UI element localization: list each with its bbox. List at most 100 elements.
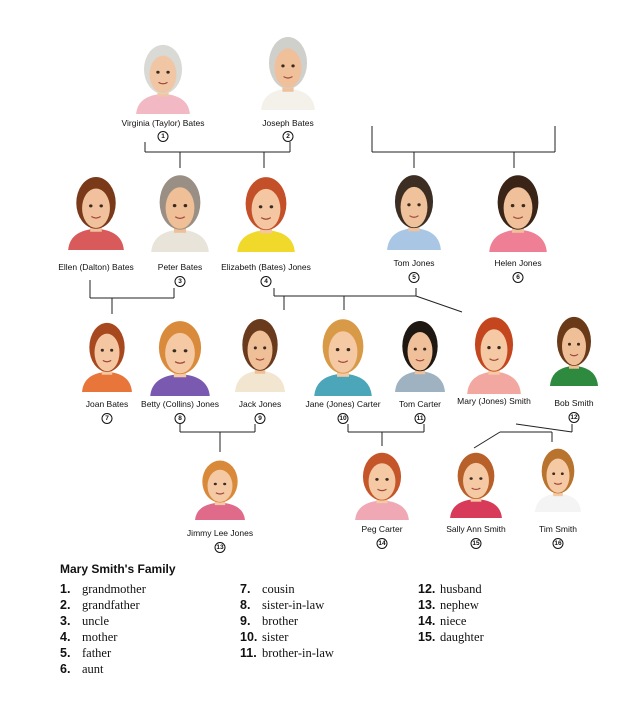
legend-term: grandmother	[82, 582, 146, 596]
legend-item: 13. nephew	[418, 598, 479, 612]
legend-number: 1.	[60, 582, 71, 596]
person-number-badge: 6	[512, 272, 524, 283]
legend-item: 12.husband	[418, 582, 482, 596]
legend-term: uncle	[82, 614, 110, 628]
portrait-image	[386, 172, 442, 250]
portrait-image	[549, 314, 599, 386]
person-name: Tim Smith	[539, 524, 577, 534]
person-number-badge: 14	[376, 538, 388, 549]
person-number-badge: 9	[254, 413, 266, 424]
legend-item: 11. brother-in-law	[240, 646, 334, 660]
person-name: Tom Carter	[398, 399, 442, 409]
legend-term: brother-in-law	[262, 646, 334, 660]
connector-line	[515, 423, 573, 433]
person-number-badge: 7	[101, 413, 113, 424]
portrait-image	[260, 34, 316, 110]
person-number-badge: 8	[174, 413, 186, 424]
portrait-image	[67, 174, 125, 250]
portrait-image	[394, 318, 446, 392]
connector-line	[415, 295, 463, 313]
person-name: Virginia (Taylor) Bates	[121, 118, 205, 128]
legend-term: aunt	[82, 662, 104, 676]
person-name: Jack Jones	[238, 399, 282, 409]
legend-term: cousin	[262, 582, 295, 596]
person-number-badge: 10	[337, 413, 349, 424]
person-number-badge: 11	[414, 413, 426, 424]
person-number-badge: 16	[552, 538, 564, 549]
legend-term: mother	[82, 630, 118, 644]
person-number-badge: 3	[174, 276, 186, 287]
connector-line	[473, 431, 501, 449]
legend-item: 9. brother	[240, 614, 298, 628]
legend-term: sister-in-law	[262, 598, 325, 612]
legend-item: 10. sister	[240, 630, 288, 644]
person-number-badge: 5	[408, 272, 420, 283]
person-name: Joseph Bates	[262, 118, 314, 128]
legend-item: 5. father	[60, 646, 111, 660]
person-name: Mary (Jones) Smith	[457, 396, 531, 406]
legend-term: sister	[262, 630, 289, 644]
legend-number: 14.	[418, 614, 436, 628]
person-name: Ellen (Dalton) Bates	[58, 262, 134, 272]
portrait-image	[234, 316, 286, 392]
legend-number: 15.	[418, 630, 436, 644]
legend-item: 2.grandfather	[60, 598, 140, 612]
person-name: Sally Ann Smith	[446, 524, 506, 534]
legend-item: 6. aunt	[60, 662, 104, 676]
person-name: Peg Carter	[361, 524, 403, 534]
person-number-badge: 4	[260, 276, 272, 287]
legend-item: 7. cousin	[240, 582, 295, 596]
legend-item: 8. sister-in-law	[240, 598, 324, 612]
legend-number: 2.	[60, 598, 71, 612]
person-name: Bob Smith	[554, 398, 594, 408]
legend-number: 7.	[240, 582, 251, 596]
portrait-image	[194, 458, 246, 520]
portrait-image	[466, 314, 522, 394]
portrait-image	[149, 318, 211, 396]
person-number-badge: 1	[157, 131, 169, 142]
person-number-badge: 13	[214, 542, 226, 553]
legend-number: 5.	[60, 646, 71, 660]
legend-term: brother	[262, 614, 299, 628]
legend-number: 9.	[240, 614, 251, 628]
person-name: Joan Bates	[85, 399, 129, 409]
person-name: Peter Bates	[157, 262, 203, 272]
legend-item: 4. mother	[60, 630, 117, 644]
person-name: Jane (Jones) Carter	[305, 399, 381, 409]
portrait-image	[449, 450, 503, 518]
person-name: Tom Jones	[393, 258, 435, 268]
legend-number: 6.	[60, 662, 71, 676]
portrait-image	[150, 172, 210, 252]
legend-item: 14. niece	[418, 614, 466, 628]
portrait-image	[488, 172, 548, 252]
person-name: Jimmy Lee Jones	[186, 528, 254, 538]
legend-number: 11.	[240, 646, 257, 660]
legend-term: niece	[440, 614, 467, 628]
portrait-image	[135, 42, 191, 114]
person-number-badge: 15	[470, 538, 482, 549]
person-name: Helen Jones	[494, 258, 542, 268]
legend-number: 10.	[240, 630, 258, 644]
legend-term: father	[82, 646, 112, 660]
legend-number: 13.	[418, 598, 436, 612]
legend-term: nephew	[440, 598, 479, 612]
legend-item: 1. grandmother	[60, 582, 146, 596]
legend-item: 15. daughter	[418, 630, 484, 644]
portrait-image	[236, 174, 296, 252]
person-number-badge: 12	[568, 412, 580, 423]
legend-number: 4.	[60, 630, 71, 644]
person-number-badge: 2	[282, 131, 294, 142]
legend-number: 12.	[418, 582, 436, 596]
person-name: Betty (Collins) Jones	[141, 399, 219, 409]
legend-term: daughter	[440, 630, 484, 644]
legend-item: 3. uncle	[60, 614, 109, 628]
portrait-image	[534, 446, 582, 512]
portrait-image	[313, 316, 373, 396]
legend-number: 3.	[60, 614, 71, 628]
portrait-image	[81, 320, 133, 392]
legend-number: 8.	[240, 598, 251, 612]
person-name: Elizabeth (Bates) Jones	[221, 262, 311, 272]
